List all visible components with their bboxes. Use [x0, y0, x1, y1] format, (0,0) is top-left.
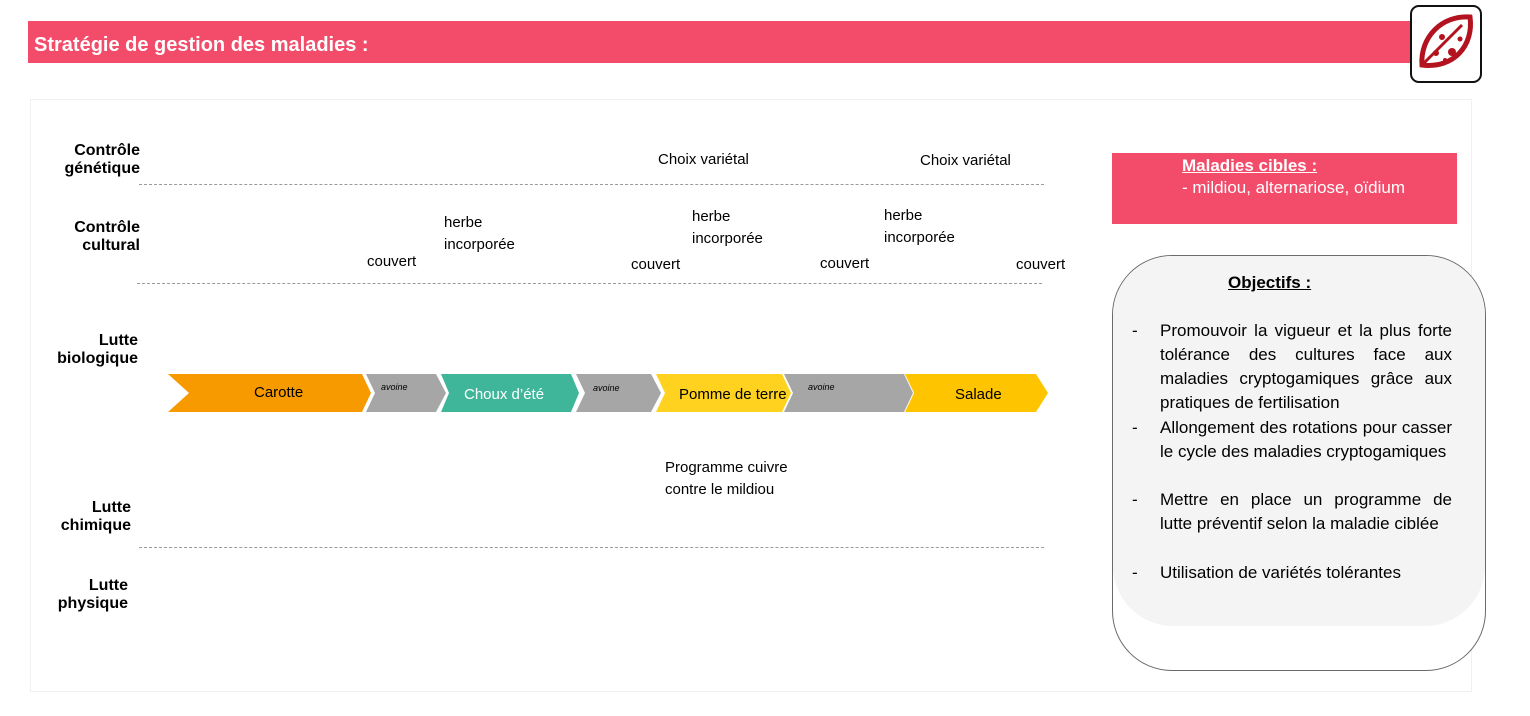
intercrop-label: avoine: [381, 382, 408, 392]
page-title: Stratégie de gestion des maladies :: [34, 34, 369, 56]
diseased-leaf-icon: [1410, 5, 1482, 83]
chevron-choux: [441, 374, 579, 412]
target-diseases-box: [1112, 153, 1457, 224]
chevron-avoine: [366, 374, 446, 412]
separator-line: [139, 184, 1044, 185]
row-label-cultural: Contrôle cultural: [74, 219, 140, 254]
crop-label: Choux d’été: [464, 386, 545, 403]
objective-text: Promouvoir la vigueur et la plus forte t…: [1160, 321, 1452, 412]
genetic-note: Choix variétal: [920, 152, 1011, 169]
target-diseases-title: Maladies cibles :: [1182, 156, 1318, 175]
chemical-note: Programme cuivre contre le mildiou: [665, 459, 788, 498]
genetic-note: Choix variétal: [658, 151, 749, 168]
separator-line: [137, 283, 1042, 284]
objective-text: Allongement des rotations pour casser le…: [1160, 418, 1452, 461]
crop-label: Carotte: [254, 384, 304, 401]
row-label-genetique: Contrôle génétique: [64, 142, 140, 177]
cultural-note-couvert: couvert: [1016, 256, 1066, 273]
objectives-box-fill: [1113, 256, 1485, 626]
chevron-salade: [905, 374, 1048, 412]
crop-label: Pomme de terre: [679, 386, 787, 403]
cultural-note-herbe: herbe incorporée: [444, 214, 515, 253]
objective-text: Mettre en place un programme de lutte pr…: [1160, 490, 1452, 533]
chevron-pomme-de-terre: [656, 374, 791, 412]
separator-line: [139, 547, 1044, 548]
row-label-chimique: Lutte chimique: [60, 499, 131, 534]
chevron-carotte: [168, 374, 371, 412]
cultural-note-couvert: couvert: [631, 256, 681, 273]
target-diseases-list: - mildiou, alternariose, oïdium: [1182, 178, 1405, 197]
cultural-note-couvert: couvert: [820, 255, 870, 272]
header-banner: [28, 21, 1410, 63]
row-label-biologique: Lutte biologique: [57, 332, 138, 367]
cultural-note-herbe: herbe incorporée: [692, 208, 763, 247]
crop-label: Salade: [955, 386, 1002, 403]
chevron-avoine: [576, 374, 661, 412]
cultural-note-couvert: couvert: [367, 253, 417, 270]
objectives-title: Objectifs :: [1228, 273, 1312, 292]
row-label-physique: Lutte physique: [57, 577, 128, 612]
chevron-avoine: [784, 374, 913, 412]
cultural-note-herbe: herbe incorporée: [884, 207, 955, 246]
intercrop-label: avoine: [808, 382, 835, 392]
objective-text: Utilisation de variétés tolérantes: [1160, 563, 1401, 582]
intercrop-label: avoine: [593, 383, 620, 393]
